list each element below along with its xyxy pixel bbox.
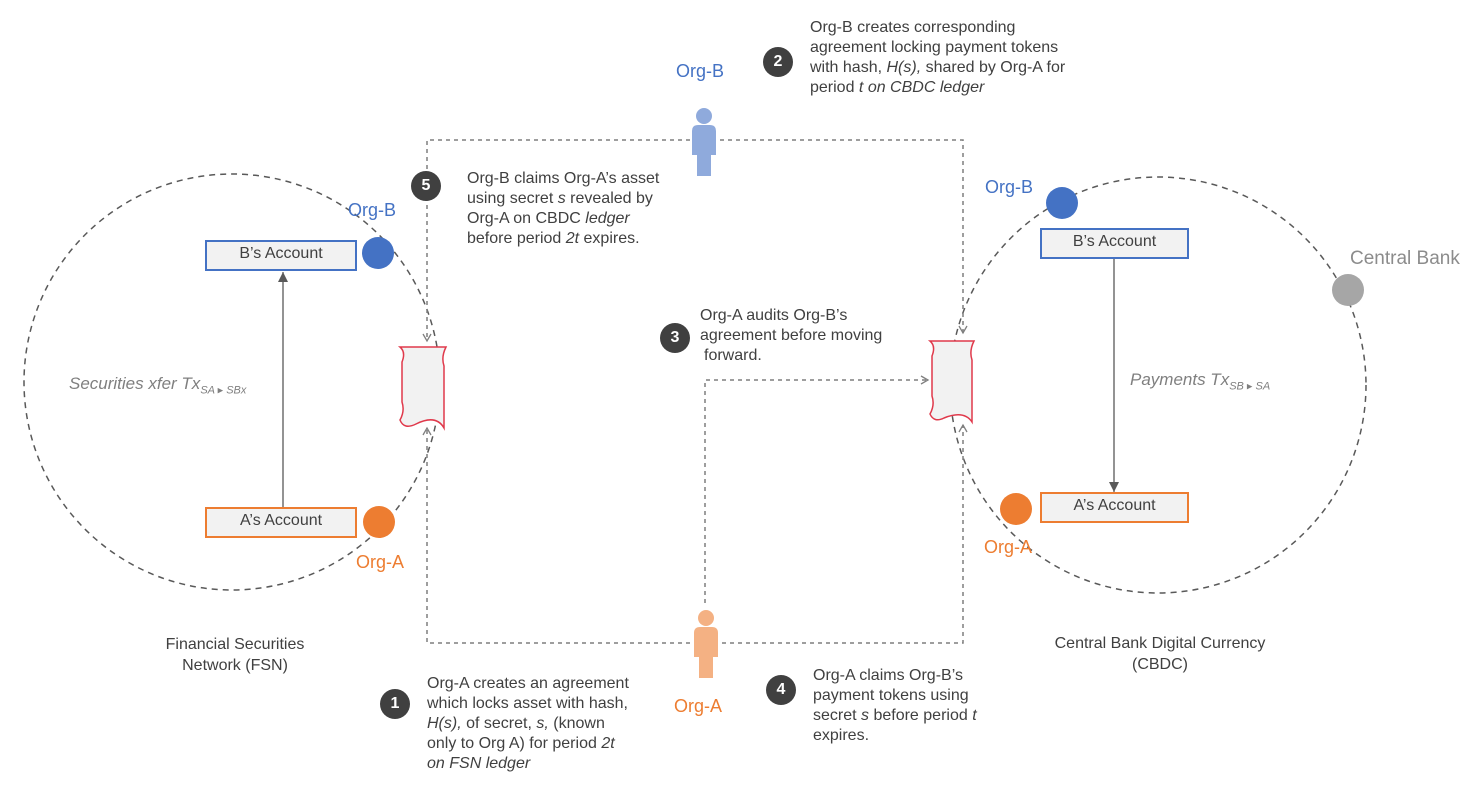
step-2-badge: 2 [763, 47, 793, 77]
cbdc-org-b-label: Org-B [985, 177, 1034, 197]
central-bank-label: Central Bank [1350, 248, 1460, 269]
cbdc-a-account-label: A’s Account [1073, 497, 1156, 514]
cbdc-b-account-label: B’s Account [1072, 233, 1157, 250]
step-1-badge: 1 [380, 689, 410, 719]
fsn-org-b-node [362, 237, 394, 269]
central-bank-node [1332, 274, 1364, 306]
fsn-org-a-label: Org-A [356, 552, 405, 572]
securities-transfer-label: Securities xfer TxSA ▸ SBx [69, 374, 247, 397]
payments-transfer-label: Payments TxSB ▸ SA [1130, 370, 1271, 393]
org-a-person-label: Org-A [674, 696, 723, 716]
fsn-a-account-box: A’s Account [205, 507, 357, 538]
cbdc-ledger-scroll-icon [927, 340, 976, 425]
step-5-text: Org-B claims Org-A’s asset using secret … [467, 170, 660, 247]
fsn-org-b-label: Org-B [348, 200, 397, 220]
cbdc-network-name: Central Bank Digital Currency(CBDC) [1054, 635, 1266, 673]
cbdc-b-account-box: B’s Account [1040, 228, 1189, 259]
fsn-org-a-node [363, 506, 395, 538]
protocol-flow-lines [422, 139, 968, 644]
step-3-text: Org-A audits Org-B’s agreement before mo… [700, 307, 883, 364]
cbdc-org-a-node [1000, 493, 1032, 525]
cbdc-org-a-label: Org-A [984, 537, 1033, 557]
step-4-text: Org-A claims Org-B’s payment tokens usin… [813, 667, 977, 744]
cbdc-a-account-box: A’s Account [1040, 492, 1189, 523]
org-a-person-icon [694, 610, 718, 678]
step-4-badge: 4 [766, 675, 796, 705]
fsn-b-account-box: B’s Account [205, 240, 357, 271]
fsn-b-account-label: B’s Account [239, 245, 323, 262]
step-1-text: Org-A creates an agreement which locks a… [427, 675, 629, 772]
org-b-person-icon [692, 108, 716, 176]
fsn-a-account-label: A’s Account [239, 512, 323, 529]
fsn-ledger-scroll-icon [397, 346, 448, 431]
step-5-badge: 5 [411, 171, 441, 201]
step-3-badge: 3 [660, 323, 690, 353]
step-2-text: Org-B creates corresponding agreement lo… [810, 19, 1066, 96]
org-b-person-label: Org-B [676, 61, 725, 81]
cbdc-org-b-node [1046, 187, 1078, 219]
